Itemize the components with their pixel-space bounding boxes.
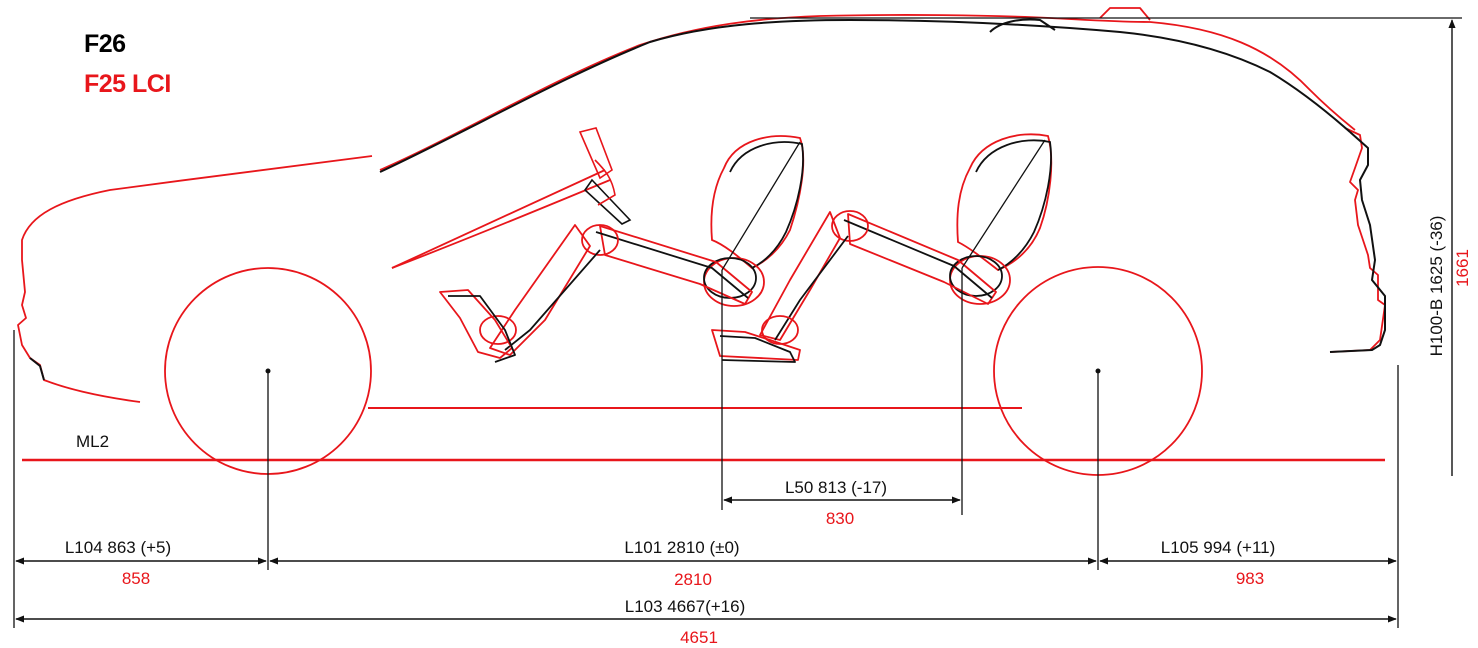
l105-f25-lci-label: 983 [1236,569,1264,588]
body-outline-f26 [29,18,1386,381]
ml2-label: ML2 [76,432,109,451]
l104-f25-lci-label: 858 [122,569,150,588]
rear-occupant-legs [711,210,997,363]
l104-f26-label: L104 863 (+5) [65,538,171,557]
front-occupant-legs [439,224,753,363]
front-torso-line [721,141,801,271]
l105-f26-label: L105 994 (+11) [1161,538,1276,557]
body-outline-f25-lci [17,7,1386,403]
h100-f25-lci-label: 1661 [1453,249,1472,287]
l101-f25-lci-label: 2810 [674,570,712,589]
legend-f25-lci: F25 LCI [84,70,171,98]
legend-f26: F26 [84,30,126,58]
steering-wheel [578,127,632,225]
l103-f26-label: L103 4667(+16) [625,597,746,616]
rear-seat [949,133,1053,305]
h100-f26-label: H100-B 1625 (-36) [1427,216,1446,357]
l50-f26-label: L50 813 (-17) [785,478,887,497]
l103-f25-lci-label: 4651 [680,628,718,647]
rear-torso-line [961,139,1046,269]
l50-f25-lci-label: 830 [826,509,854,528]
l101-f26-label: L101 2810 (±0) [624,538,739,557]
